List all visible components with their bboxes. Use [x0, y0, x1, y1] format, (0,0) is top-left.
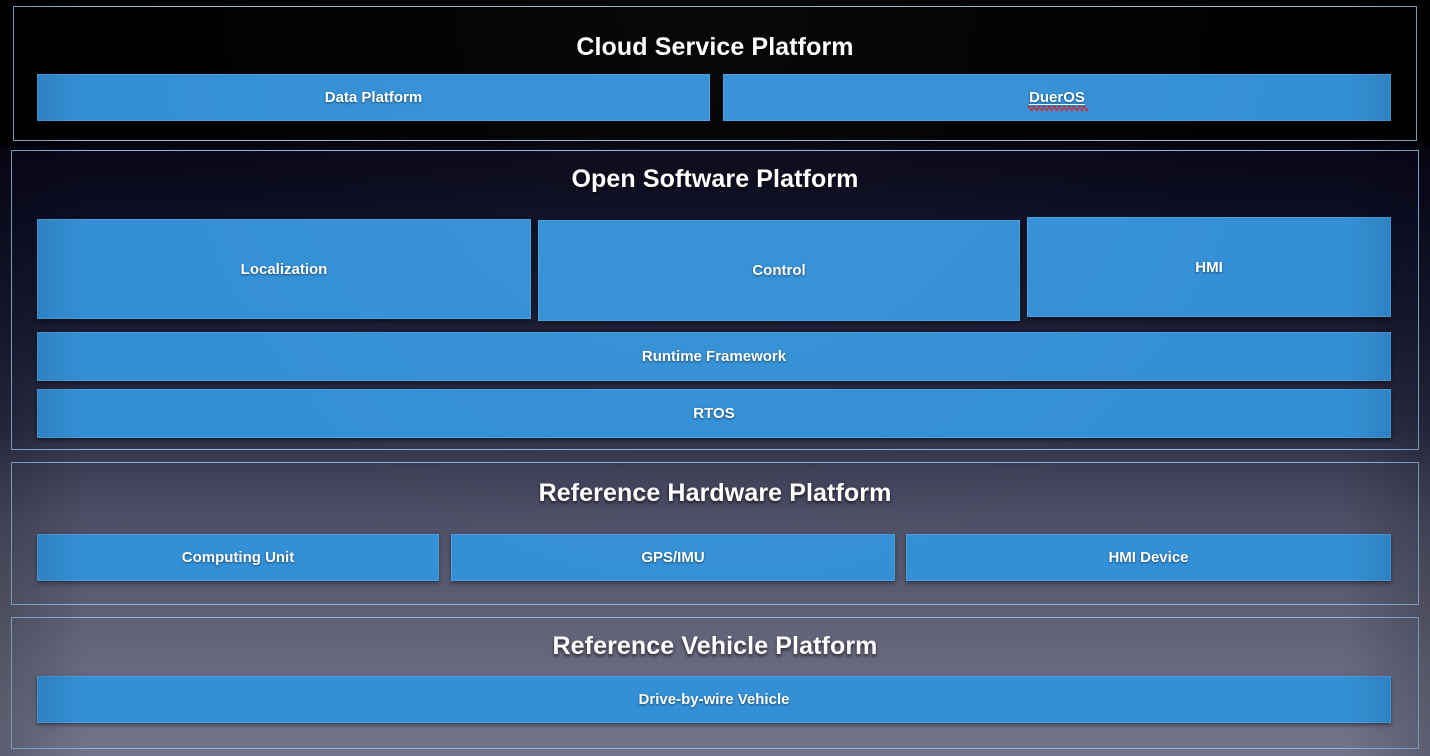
box-label-rtos: RTOS [693, 405, 735, 422]
layer-open-software-platform: Open Software Platform Localization Cont… [11, 150, 1419, 450]
box-label-hmi: HMI [1195, 258, 1223, 276]
box-dueros[interactable]: DuerOS [723, 74, 1391, 121]
box-drive-by-wire-vehicle[interactable]: Drive-by-wire Vehicle [37, 676, 1391, 723]
layer-title-cloud-service-platform: Cloud Service Platform [576, 33, 854, 61]
box-localization[interactable]: Localization [37, 219, 531, 319]
box-label-drive-by-wire-vehicle: Drive-by-wire Vehicle [638, 691, 790, 708]
layer-reference-vehicle-platform: Reference Vehicle Platform Drive-by-wire… [11, 617, 1419, 749]
box-label-hmi-device: HMI Device [1108, 549, 1189, 566]
box-label-localization: Localization [240, 260, 328, 278]
box-computing-unit[interactable]: Computing Unit [37, 534, 439, 581]
box-data-platform[interactable]: Data Platform [37, 74, 710, 121]
box-hmi-device[interactable]: HMI Device [906, 534, 1391, 581]
box-label-gps-imu: GPS/IMU [641, 549, 705, 566]
layer-title-reference-hardware-platform: Reference Hardware Platform [538, 479, 892, 507]
box-label-control: Control [752, 262, 806, 279]
box-label-computing-unit: Computing Unit [181, 549, 295, 566]
layer-title-open-software-platform: Open Software Platform [571, 165, 859, 193]
box-runtime-framework[interactable]: Runtime Framework [37, 332, 1391, 381]
box-label-data-platform: Data Platform [324, 89, 423, 106]
box-control[interactable]: Control [538, 220, 1020, 321]
layer-cloud-service-platform: Cloud Service Platform Data Platform Due… [13, 6, 1417, 141]
layer-reference-hardware-platform: Reference Hardware Platform Computing Un… [11, 462, 1419, 605]
box-hmi[interactable]: HMI [1027, 217, 1391, 317]
box-label-dueros: DuerOS [1028, 89, 1088, 111]
box-gps-imu[interactable]: GPS/IMU [451, 534, 895, 581]
box-label-runtime-framework: Runtime Framework [641, 348, 787, 365]
layer-title-reference-vehicle-platform: Reference Vehicle Platform [552, 632, 878, 660]
box-rtos[interactable]: RTOS [37, 389, 1391, 438]
